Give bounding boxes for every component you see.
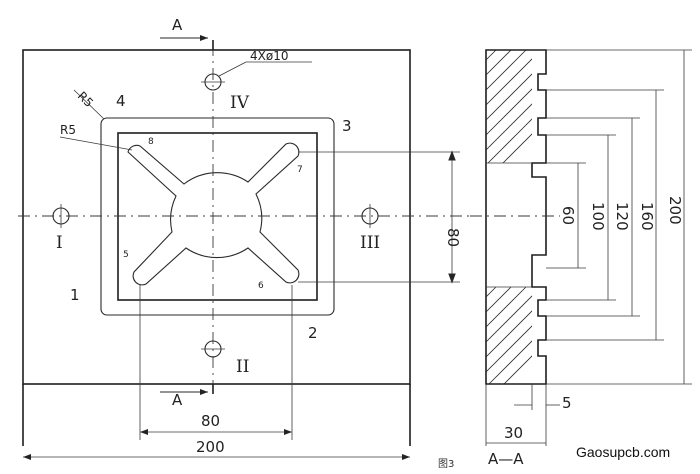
dim80v-arrow-bottom — [448, 273, 456, 284]
dim-160: 160 — [638, 202, 656, 231]
hole-left — [52, 204, 70, 228]
region-number-3: 3 — [342, 117, 352, 135]
section-view: 60 100 120 160 200 5 30 A—A — [470, 49, 692, 468]
r5-outer-leader — [73, 89, 105, 120]
section-arrowhead-top — [200, 35, 208, 41]
dim-5: 5 — [562, 394, 572, 412]
dim-200-horizontal: 200 — [196, 438, 225, 456]
section-hatch-bottom — [486, 287, 532, 384]
hole-callout-leader — [218, 61, 247, 77]
inner-frame — [117, 132, 318, 301]
section-arrowhead-bottom — [200, 389, 208, 395]
slot-number-8: 8 — [148, 137, 154, 147]
slot-number-5: 5 — [123, 250, 129, 260]
hole-bottom — [201, 340, 225, 358]
section-label-top: A — [172, 16, 183, 34]
dim80h-arrow-left — [140, 429, 148, 435]
r5-inner-label: R5 — [60, 123, 76, 137]
hole-label-II: II — [236, 357, 249, 377]
hole-label-IV: IV — [230, 93, 250, 113]
cross-slot — [127, 142, 300, 286]
section-label-bottom: A — [172, 391, 183, 409]
hole-top — [201, 73, 225, 91]
dim-60: 60 — [559, 206, 577, 225]
slot-number-6: 6 — [258, 281, 264, 291]
dim-30: 30 — [504, 424, 523, 442]
front-view: A A 4Xø10 R5 R5 1 2 3 4 5 6 7 8 I II III… — [18, 16, 470, 460]
hole-spec-callout: 4Xø10 — [250, 49, 288, 63]
pocket-outline — [100, 117, 335, 316]
dim-80-horizontal: 80 — [201, 412, 220, 430]
section-view-label: A—A — [488, 450, 524, 468]
plate-outline — [22, 49, 411, 385]
dim-120: 120 — [613, 202, 631, 231]
dim-100: 100 — [589, 202, 607, 231]
dim-80-vertical: 80 — [444, 228, 462, 247]
hole-right — [361, 204, 379, 228]
region-number-1: 1 — [70, 286, 80, 304]
dim80h-arrow-right — [284, 429, 292, 435]
region-number-2: 2 — [308, 324, 318, 342]
watermark: Gaosupcb.com — [576, 444, 670, 460]
dim-200-vertical: 200 — [666, 196, 684, 225]
section-hatch-top — [486, 50, 532, 163]
region-number-4: 4 — [116, 92, 126, 110]
slot-number-7: 7 — [297, 165, 303, 175]
r5-inner-leader — [59, 136, 133, 151]
figure-label: 图3 — [438, 458, 454, 470]
dim80v-arrow-top — [448, 150, 456, 161]
dim200-arrow-left — [23, 454, 31, 460]
hole-label-III: III — [360, 233, 380, 253]
r5-outer-label: R5 — [75, 89, 96, 110]
hole-label-I: I — [56, 233, 63, 253]
section-dimensions — [486, 49, 692, 444]
section-outline — [485, 49, 547, 385]
dim200-arrow-right — [402, 454, 410, 460]
